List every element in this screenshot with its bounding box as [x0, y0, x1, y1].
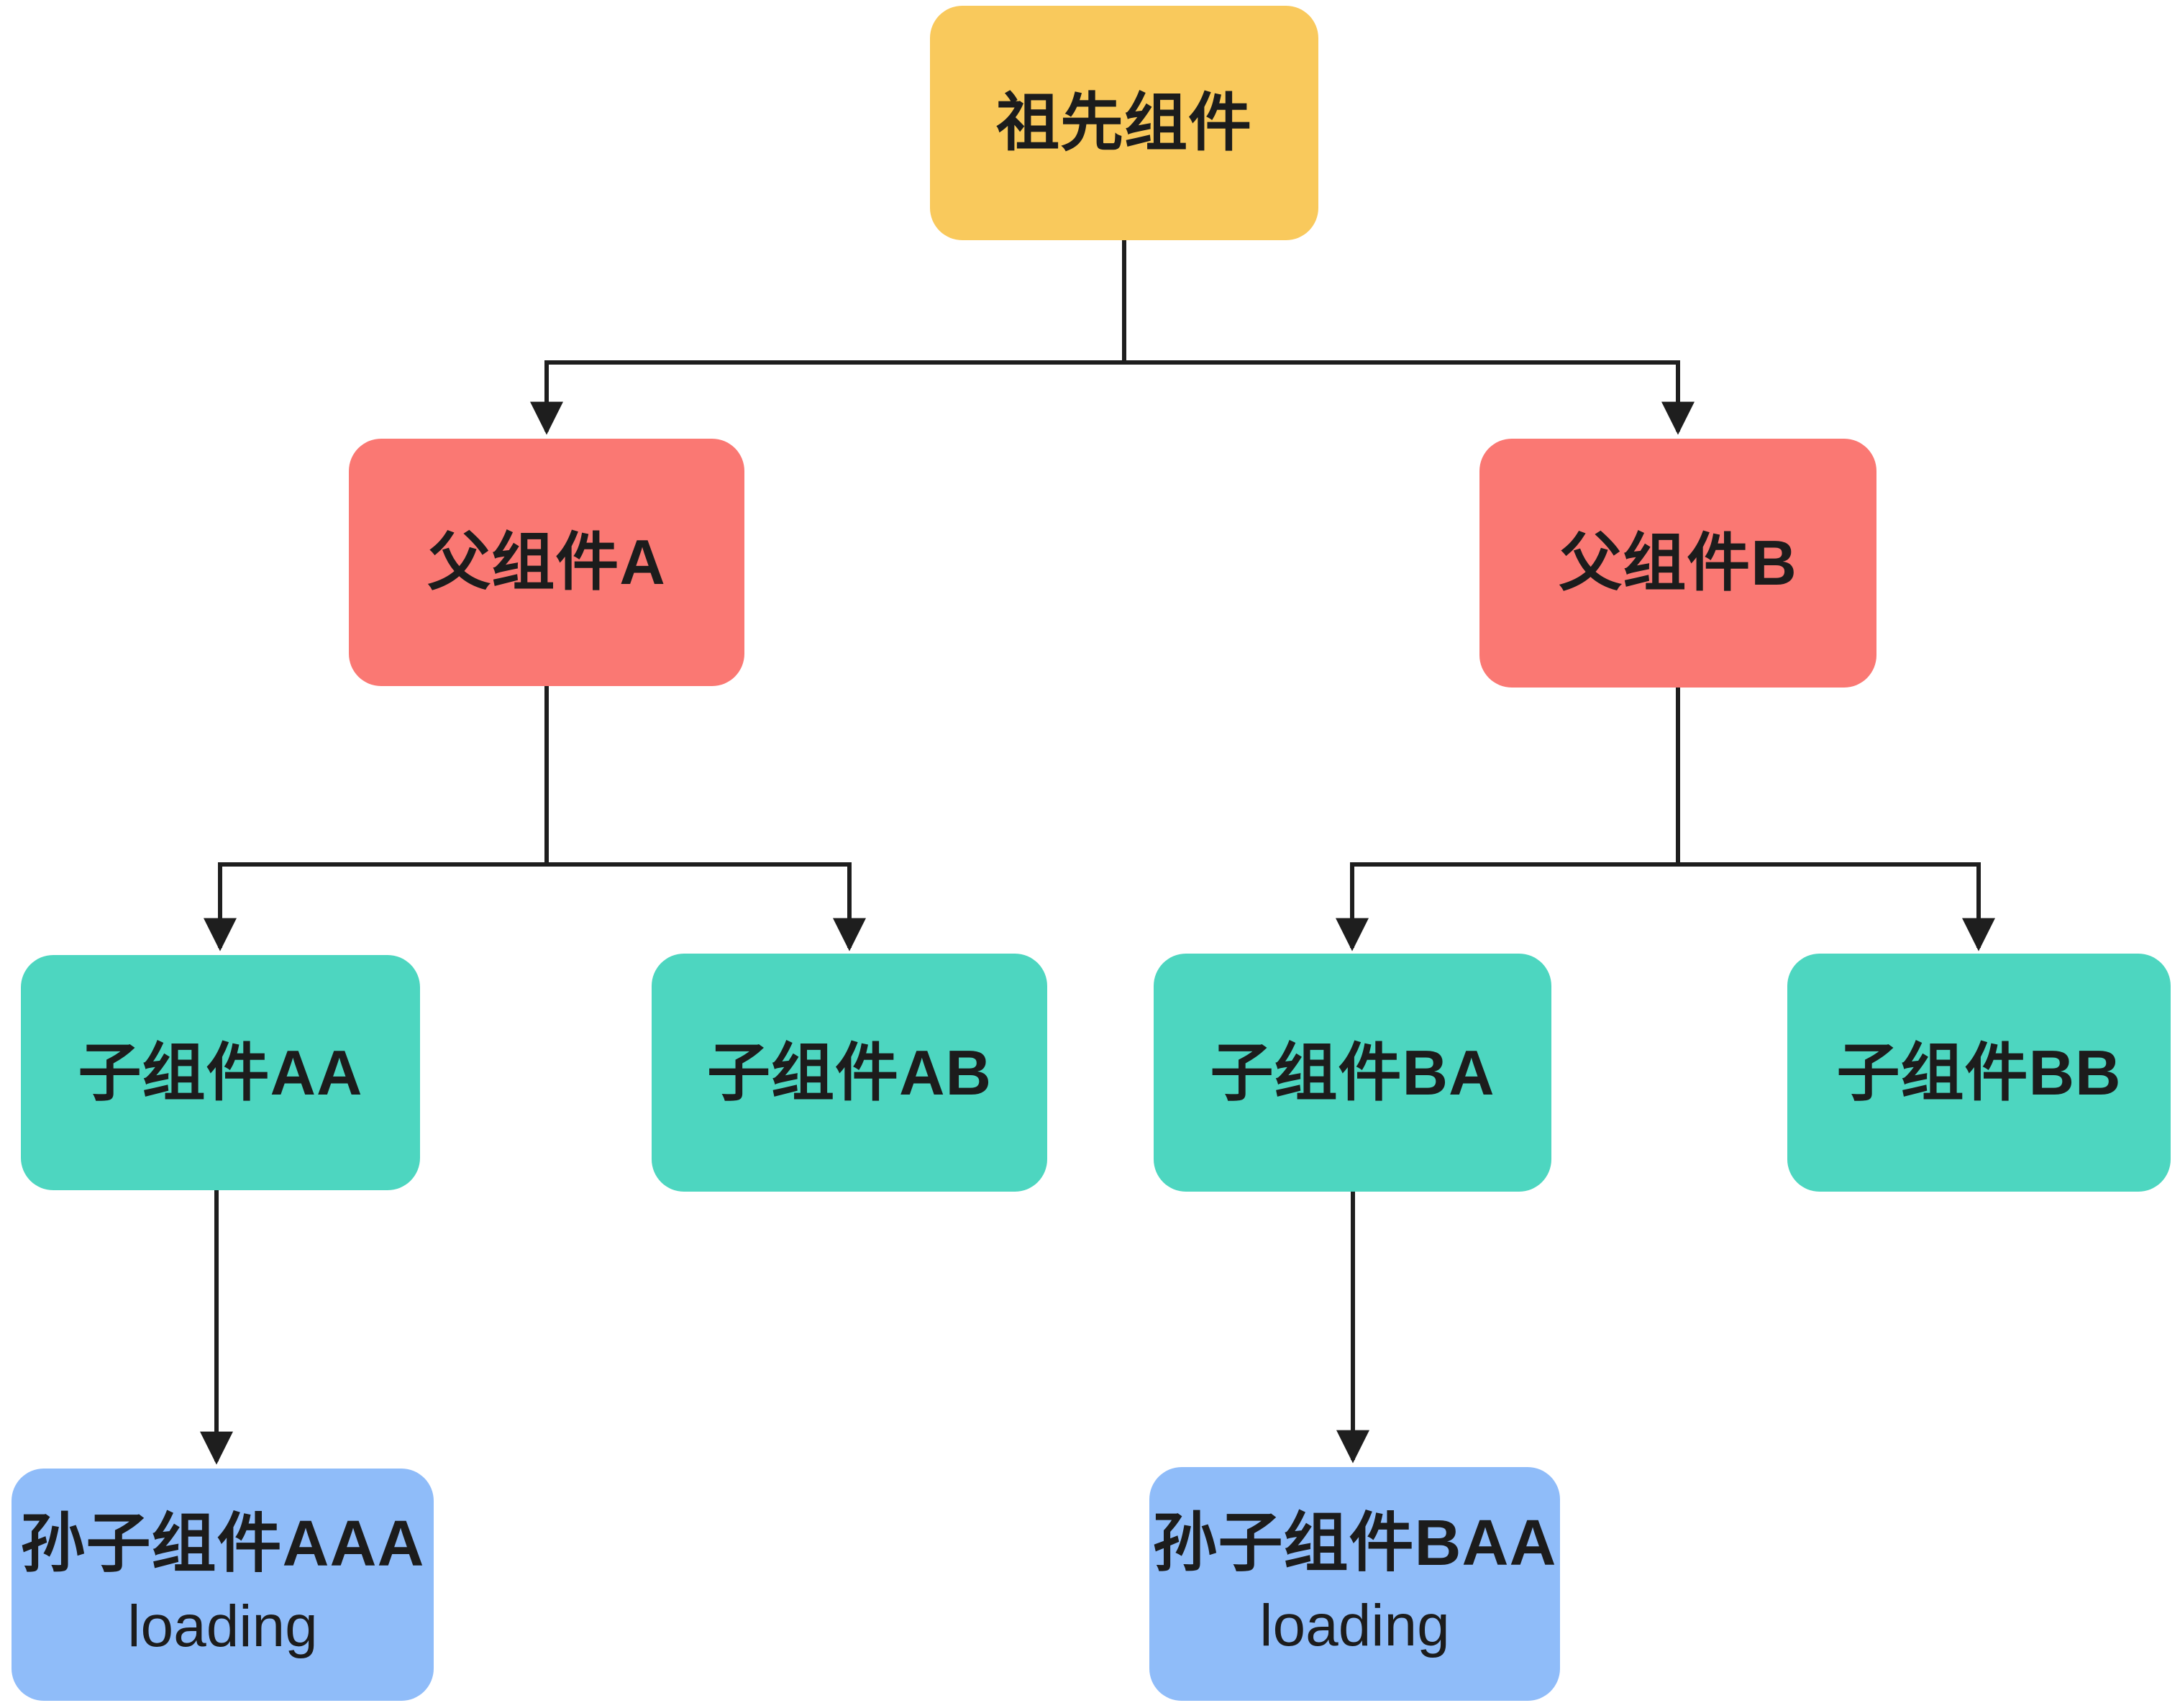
connector-parent-b-child-bb: [1676, 688, 1995, 951]
node-ancestor: 祖先组件: [930, 6, 1318, 240]
node-child-aa: 子组件AA: [21, 955, 420, 1190]
node-label: 子组件BA: [1210, 1036, 1495, 1108]
node-label: 孙子组件AAA: [20, 1507, 425, 1580]
connector-parent-a-child-aa: [204, 686, 549, 951]
node-parent-a: 父组件A: [349, 439, 744, 686]
node-label: 子组件AB: [706, 1036, 993, 1108]
node-label: 子组件BB: [1836, 1036, 2122, 1108]
connector-parent-a-child-ab: [544, 686, 866, 951]
node-label: 父组件A: [427, 526, 666, 598]
node-child-ba: 子组件BA: [1154, 954, 1551, 1192]
node-label: 孙子组件BAA: [1152, 1507, 1557, 1579]
node-grandchild-baa: 孙子组件BAA loading: [1149, 1467, 1560, 1701]
node-child-ab: 子组件AB: [652, 954, 1047, 1192]
node-label: 父组件B: [1559, 527, 1797, 599]
connector-ancestor-parent-a: [530, 240, 1126, 435]
connector-group: [200, 240, 1995, 1465]
connector-ancestor-parent-b: [1122, 240, 1695, 435]
node-parent-b: 父组件B: [1479, 439, 1876, 688]
node-status-loading: loading: [1259, 1593, 1450, 1659]
node-label: 祖先组件: [995, 87, 1252, 159]
node-grandchild-aaa: 孙子组件AAA loading: [12, 1469, 434, 1701]
node-child-bb: 子组件BB: [1787, 954, 2171, 1192]
node-label: 子组件AA: [78, 1036, 363, 1108]
connector-parent-b-child-ba: [1336, 688, 1680, 951]
node-status-loading: loading: [127, 1594, 318, 1660]
